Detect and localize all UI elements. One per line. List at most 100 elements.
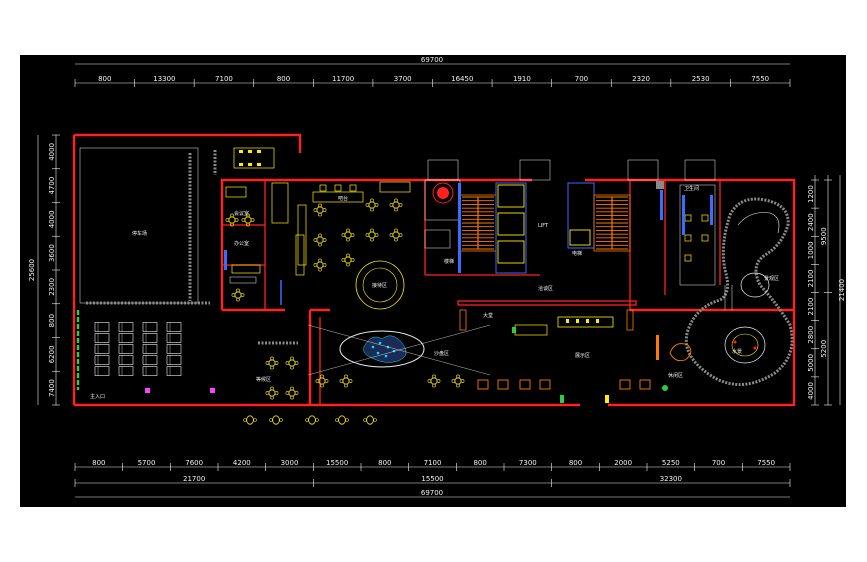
parking-stall xyxy=(118,366,134,376)
label-elevator: 电梯 xyxy=(572,250,582,257)
parking-stall xyxy=(94,333,110,343)
dimension-value: 5700 xyxy=(138,459,156,467)
parking-area: 停车场 主入口 xyxy=(76,147,298,400)
parking-stall xyxy=(118,355,134,365)
dimension-value: 2320 xyxy=(632,75,650,83)
parking-stall xyxy=(118,344,134,354)
parking-stall xyxy=(166,344,182,354)
dimension-value: 1200 xyxy=(807,185,815,203)
dimension-value: 800 xyxy=(378,459,391,467)
parking-stall xyxy=(166,322,182,332)
display-stand xyxy=(477,379,489,390)
label-parking: 停车场 xyxy=(132,230,147,237)
bottom-dimension-labels-row2: 21700 15500 32300 xyxy=(183,475,682,483)
dimension-value: 15500 xyxy=(421,475,443,483)
table-set xyxy=(285,386,299,400)
label-office: 办公室 xyxy=(234,240,249,247)
dimension-value: 3700 xyxy=(394,75,412,83)
parking-stall xyxy=(142,322,158,332)
label-model: 沙盘区 xyxy=(434,350,449,357)
label-meeting: 会议室 xyxy=(234,210,249,217)
dimension-value: 15500 xyxy=(326,459,348,467)
dimension-value: 7100 xyxy=(424,459,442,467)
dimension-value: 7550 xyxy=(751,75,769,83)
table-set xyxy=(389,228,403,242)
dimension-value: 7300 xyxy=(519,459,537,467)
table-set xyxy=(265,356,279,370)
dimension-value: 21700 xyxy=(183,475,205,483)
table-set xyxy=(451,374,465,388)
dimension-value: 3600 xyxy=(48,244,56,262)
dimension-value: 4000 xyxy=(48,210,56,228)
table-set xyxy=(313,258,327,272)
table-set xyxy=(427,374,441,388)
parking-stall xyxy=(142,333,158,343)
dimension-value: 6200 xyxy=(48,345,56,363)
table-set xyxy=(269,415,283,425)
table-set xyxy=(305,415,319,425)
landscape-area: 水景 景观区 xyxy=(656,197,794,391)
left-dimension-labels: 4000 4700 4000 3600 2300 800 6200 7400 xyxy=(48,143,56,397)
dimension-value: 2100 xyxy=(807,270,815,288)
exterior-walls xyxy=(72,133,796,407)
parking-stall xyxy=(142,344,158,354)
right-sub-dimension-labels: 9500 5200 xyxy=(820,227,828,357)
dimension-value: 32300 xyxy=(660,475,682,483)
dimension-value: 4200 xyxy=(233,459,251,467)
lounge-area: 吧台 接待区 xyxy=(295,181,465,388)
label-bar: 吧台 xyxy=(338,195,348,202)
label-waiting: 等候区 xyxy=(256,376,271,383)
table-set xyxy=(243,415,257,425)
label-lobby: 大堂 xyxy=(483,312,493,319)
dimension-value: 7100 xyxy=(215,75,233,83)
dimension-value: 700 xyxy=(712,459,725,467)
label-nego: 洽谈区 xyxy=(538,285,553,292)
dimension-value: 9500 xyxy=(820,227,828,245)
parking-stall xyxy=(94,355,110,365)
table-set xyxy=(341,253,355,267)
table-set xyxy=(313,203,327,217)
dimension-value: 7400 xyxy=(48,379,56,397)
parking-stall xyxy=(118,322,134,332)
parking-stall xyxy=(94,344,110,354)
dimension-value: 1000 xyxy=(807,241,815,259)
dimension-value: 4700 xyxy=(48,177,56,195)
dimension-value: 16450 xyxy=(451,75,473,83)
label-stair: 楼梯 xyxy=(444,258,454,265)
dimension-value: 5200 xyxy=(820,340,828,358)
dimension-value: 700 xyxy=(575,75,588,83)
dimension-value: 2400 xyxy=(807,213,815,231)
dimension-value: 7600 xyxy=(185,459,203,467)
dimension-value: 4000 xyxy=(807,382,815,400)
dimension-value: 2530 xyxy=(692,75,710,83)
dimension-value: 2300 xyxy=(48,278,56,296)
dim-right-total: 21400 xyxy=(838,279,846,301)
parking-stall xyxy=(166,333,182,343)
dimension-value: 800 xyxy=(92,459,105,467)
table-set xyxy=(335,415,349,425)
dimension-value: 800 xyxy=(48,314,56,327)
table-set xyxy=(365,228,379,242)
label-lounge: 休闲区 xyxy=(668,372,683,379)
table-set xyxy=(285,356,299,370)
dimension-value: 7550 xyxy=(757,459,775,467)
label-wc: 卫生间 xyxy=(684,185,699,192)
dimension-value: 4000 xyxy=(48,143,56,161)
dim-top-total: 69700 xyxy=(421,56,443,64)
label-lift: LIFT xyxy=(538,223,549,229)
dimension-value: 2100 xyxy=(807,298,815,316)
display-stand xyxy=(619,379,631,390)
dim-bottom-total: 69700 xyxy=(421,489,443,497)
parking-stall xyxy=(142,355,158,365)
dimension-value: 1910 xyxy=(513,75,531,83)
dimension-value: 2000 xyxy=(614,459,632,467)
label-display: 展示区 xyxy=(575,353,590,359)
display-area: 大堂 展示区 洽谈区 休闲区 xyxy=(459,285,683,403)
table-set xyxy=(341,228,355,242)
parking-stall xyxy=(118,333,134,343)
